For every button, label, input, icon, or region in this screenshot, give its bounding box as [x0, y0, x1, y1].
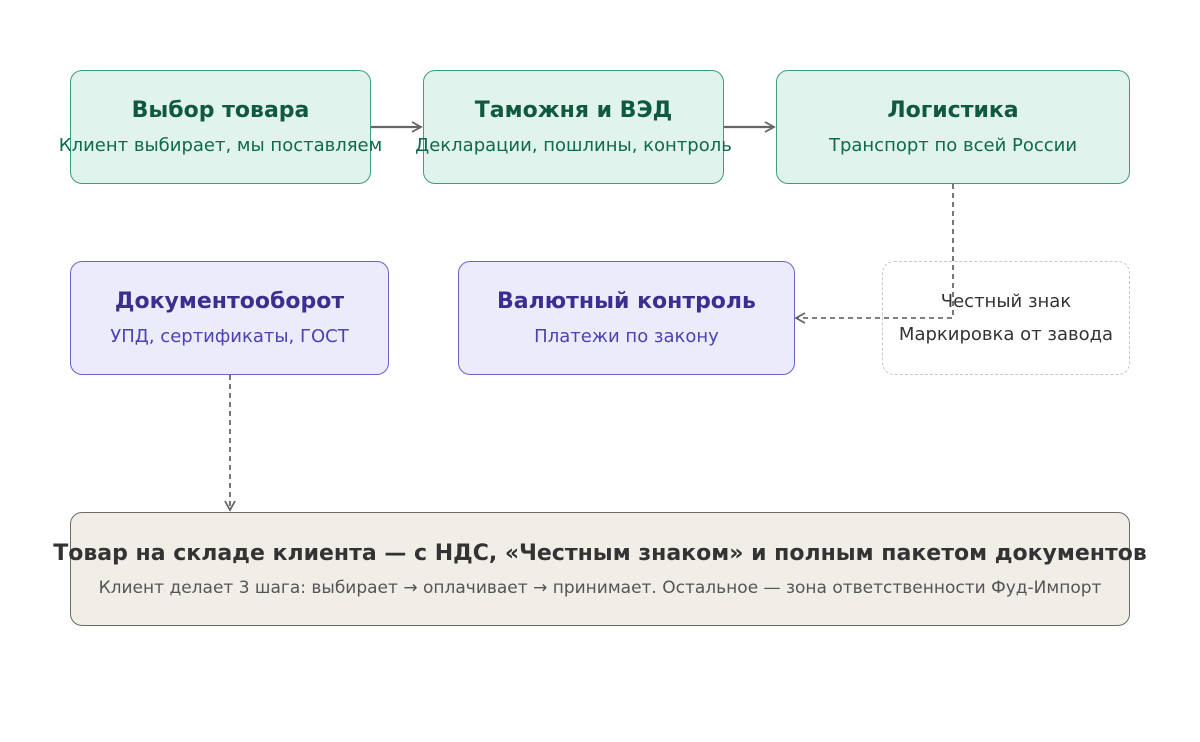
node-selection: Выбор товара Клиент выбирает, мы поставл…: [59, 70, 382, 184]
node-customs-title: Таможня и ВЭД: [474, 98, 673, 123]
node-logistics-title: Логистика: [887, 98, 1019, 123]
node-currency-title: Валютный контроль: [497, 289, 756, 314]
node-selection-title: Выбор товара: [131, 98, 310, 123]
node-currency: Валютный контроль Платежи по закону: [458, 261, 795, 375]
node-marking-title: Честный знак: [940, 291, 1072, 312]
node-result-title: Товар на складе клиента — с НДС, «Честны…: [53, 540, 1147, 566]
node-selection-subtitle: Клиент выбирает, мы поставляем: [58, 135, 383, 156]
node-currency-subtitle: Платежи по закону: [534, 326, 719, 347]
node-documents-title: Документооборот: [114, 289, 345, 314]
node-documents: Документооборот УПД, сертификаты, ГОСТ: [70, 261, 389, 375]
node-customs-subtitle: Декларации, пошлины, контроль: [415, 135, 732, 156]
node-customs: Таможня и ВЭД Декларации, пошлины, контр…: [415, 70, 732, 184]
node-marking-subtitle: Маркировка от завода: [898, 324, 1114, 345]
node-documents-subtitle: УПД, сертификаты, ГОСТ: [110, 326, 349, 347]
node-result: Товар на складе клиента — с НДС, «Честны…: [53, 512, 1147, 626]
node-result-subtitle: Клиент делает 3 шага: выбирает → оплачив…: [98, 577, 1102, 598]
node-marking: Честный знак Маркировка от завода: [882, 261, 1130, 375]
node-logistics: Логистика Транспорт по всей России: [776, 70, 1130, 184]
node-logistics-subtitle: Транспорт по всей России: [828, 135, 1078, 156]
